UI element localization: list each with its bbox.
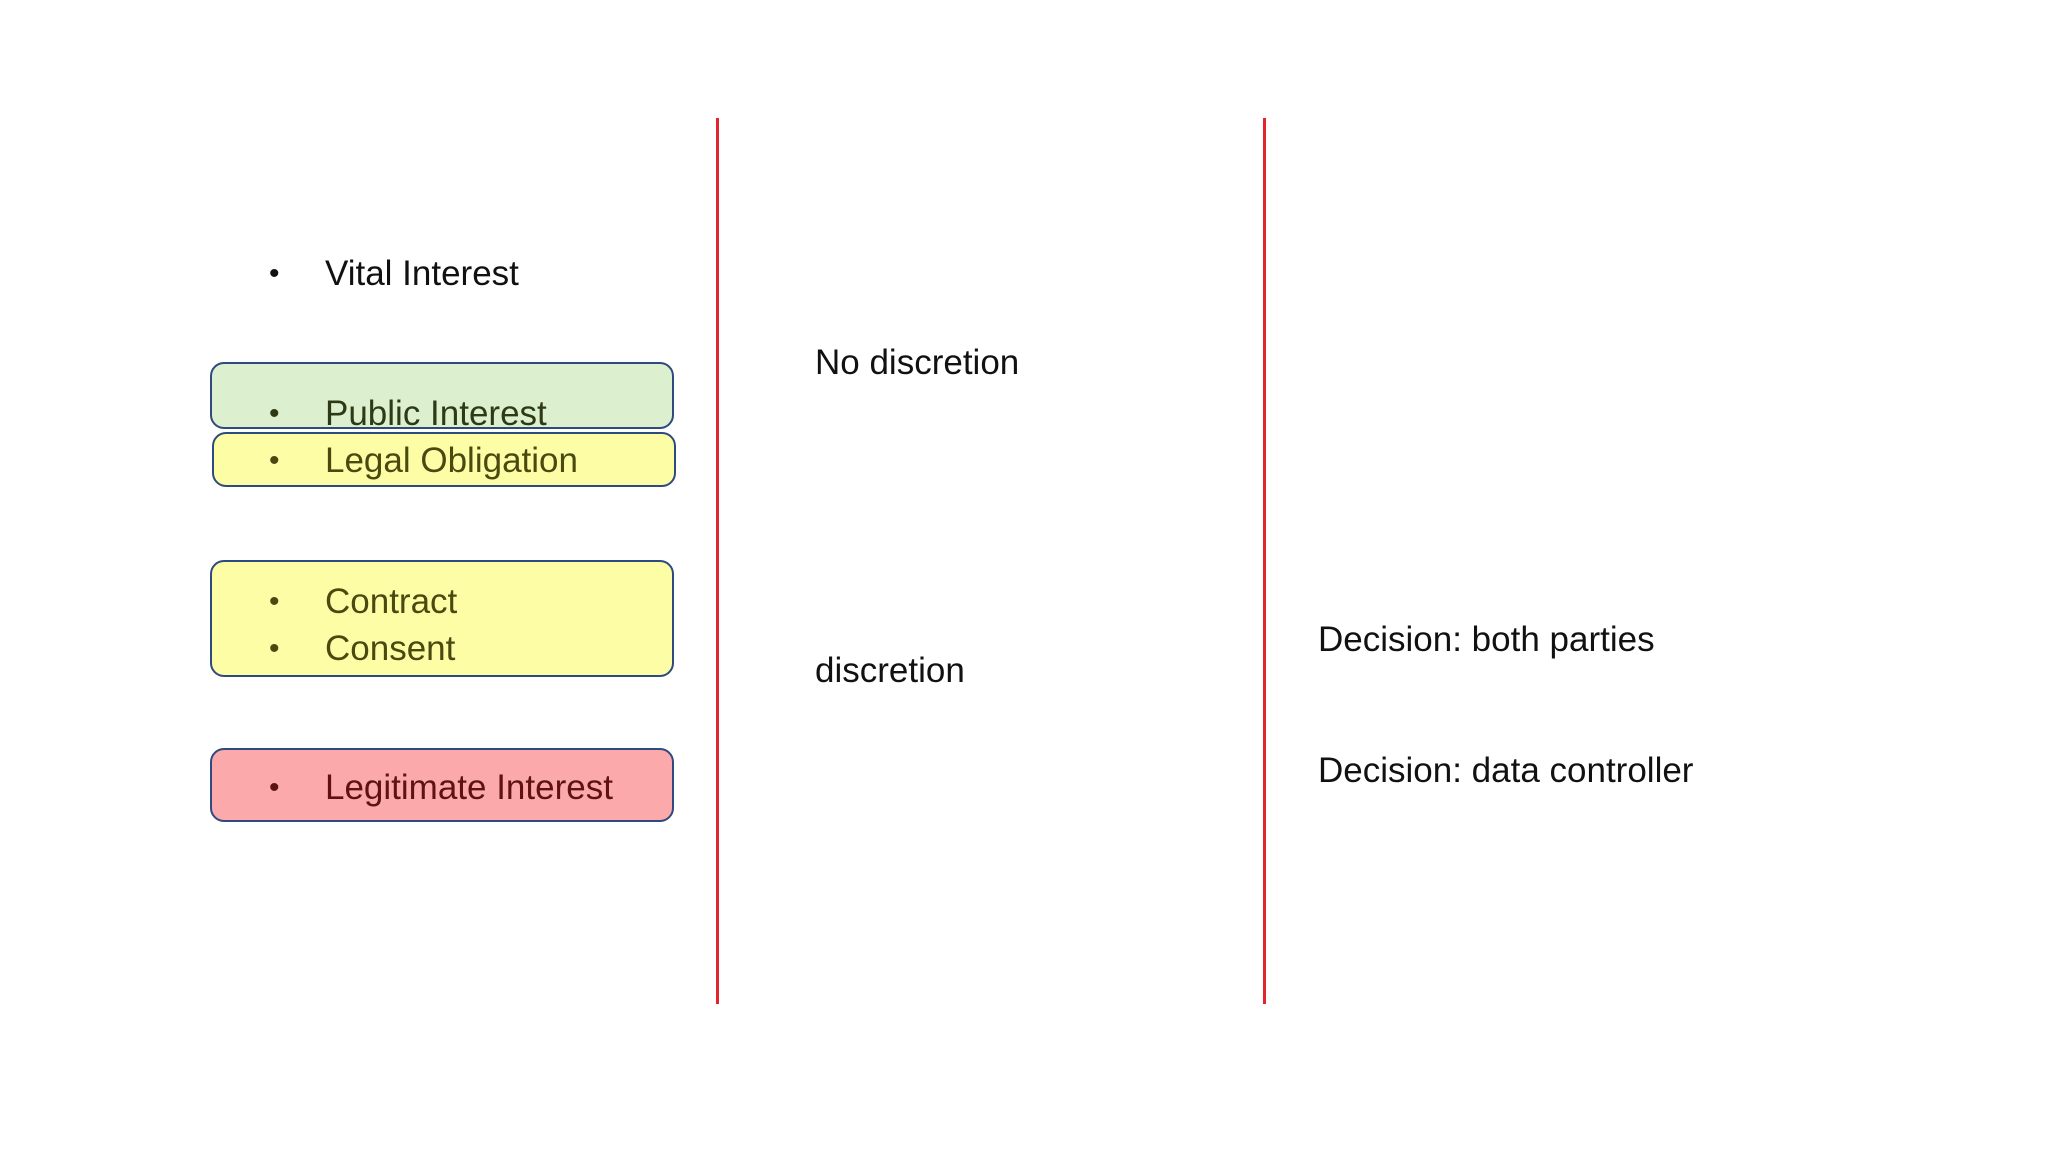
list-item-consent: • Consent xyxy=(269,629,455,666)
decision-data-controller-label: Decision: data controller xyxy=(1318,751,1694,790)
no-discretion-label: No discretion xyxy=(815,343,1020,382)
bullet-icon: • xyxy=(269,770,280,804)
bullet-icon: • xyxy=(269,396,280,430)
consent-label: Consent xyxy=(325,629,456,669)
decision-both-parties-label: Decision: both parties xyxy=(1318,620,1655,659)
list-item-public-interest: • Public Interest xyxy=(269,394,547,431)
vital-interest-label: Vital Interest xyxy=(325,254,519,294)
bullet-icon: • xyxy=(269,256,280,290)
contract-label: Contract xyxy=(325,582,458,622)
legitimate-interest-box xyxy=(210,748,674,822)
divider-right xyxy=(1263,118,1266,1004)
legitimate-interest-label: Legitimate Interest xyxy=(325,768,613,808)
public-interest-box xyxy=(210,362,674,429)
list-item-vital-interest: • Vital Interest xyxy=(269,254,519,291)
legal-obligation-label: Legal Obligation xyxy=(325,441,578,481)
list-item-contract: • Contract xyxy=(269,582,457,619)
divider-left xyxy=(716,118,719,1004)
bullet-icon: • xyxy=(269,584,280,618)
bullet-icon: • xyxy=(269,443,280,477)
bullet-icon: • xyxy=(269,631,280,665)
contract-consent-box xyxy=(210,560,674,677)
list-item-legitimate-interest: • Legitimate Interest xyxy=(269,768,613,805)
list-item-legal-obligation: • Legal Obligation xyxy=(269,441,578,478)
legal-obligation-box xyxy=(212,432,676,487)
discretion-label: discretion xyxy=(815,651,965,690)
public-interest-label: Public Interest xyxy=(325,394,547,434)
